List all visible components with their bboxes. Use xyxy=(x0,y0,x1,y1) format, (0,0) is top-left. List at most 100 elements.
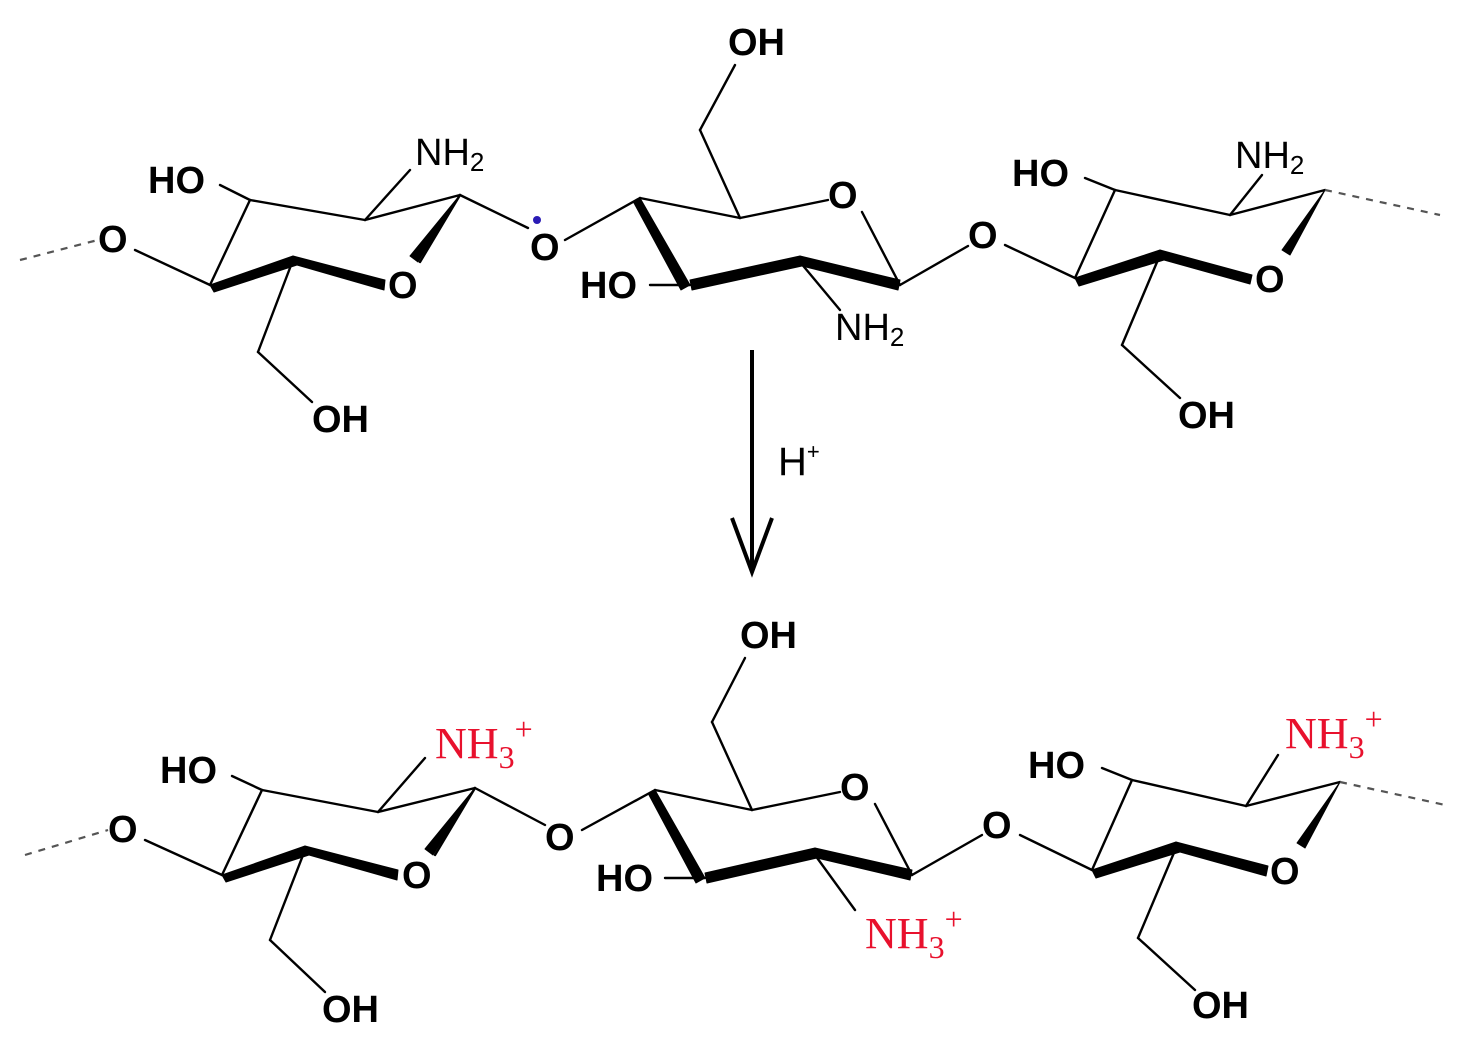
bond xyxy=(268,938,327,994)
wedge-bond xyxy=(1175,841,1269,877)
wedge-bond xyxy=(409,194,461,263)
bottom-right-ammonium: NH3+ xyxy=(1285,701,1383,765)
chain-continuation-left xyxy=(24,828,109,857)
top-right-hydroxymethyl: OH xyxy=(1178,395,1235,437)
bond xyxy=(698,63,737,132)
bond xyxy=(458,193,530,230)
bottom-ring-left: HO NH3+ O OH xyxy=(160,711,533,1031)
wedge-bond xyxy=(292,255,386,291)
bond xyxy=(1113,188,1232,217)
bond xyxy=(710,656,747,724)
wedge-bond xyxy=(1296,781,1341,849)
reaction-arrow: H+ xyxy=(730,350,820,578)
bond xyxy=(230,774,264,792)
wedge-bond xyxy=(304,845,399,881)
bottom-left-hydroxyl: HO xyxy=(160,750,217,792)
wedge-bond xyxy=(633,197,691,291)
bond xyxy=(133,248,212,287)
bottom-right-hydroxymethyl: OH xyxy=(1192,985,1249,1027)
wedge-bond xyxy=(814,847,913,881)
bond xyxy=(220,788,264,877)
bond xyxy=(750,790,842,812)
bond xyxy=(1244,753,1280,808)
bottom-center-hydroxymethyl: OH xyxy=(740,615,797,657)
wedge-bond xyxy=(799,255,901,291)
bottom-right-ring-oxygen: O xyxy=(1270,851,1300,893)
bond xyxy=(638,196,742,220)
top-left-hydroxymethyl: OH xyxy=(312,399,369,441)
top-left-hydroxyl: HO xyxy=(148,160,205,202)
bond xyxy=(1018,833,1094,872)
bottom-right-hydroxyl: HO xyxy=(1028,745,1085,787)
chain-continuation-right xyxy=(1324,188,1441,217)
bottom-left-hydroxymethyl: OH xyxy=(322,989,379,1031)
top-ring-center: OH O HO NH2 xyxy=(580,22,904,352)
bond xyxy=(813,853,857,912)
polyline xyxy=(730,517,774,578)
wedge-bond xyxy=(424,787,476,856)
bottom-ring-right: HO NH3+ O OH xyxy=(1028,701,1446,1027)
wedge-bond xyxy=(221,845,310,883)
bond xyxy=(873,802,914,877)
bond xyxy=(710,720,754,812)
bottom-center-ammonium: NH3+ xyxy=(865,901,963,965)
bottom-chain: O HO NH3+ O OH O xyxy=(24,615,1446,1031)
bond xyxy=(218,183,252,202)
wedge-bond xyxy=(1281,189,1326,256)
top-glycosidic-oxygen-right: O xyxy=(968,215,998,257)
top-center-hydroxymethyl: OH xyxy=(728,22,785,64)
bond xyxy=(1003,243,1077,280)
wedge-bond xyxy=(1074,249,1165,287)
bond xyxy=(1136,846,1178,940)
wedge-bond xyxy=(704,847,818,884)
bottom-link-oxygen-left: O xyxy=(108,809,138,851)
bond xyxy=(1100,766,1134,782)
bottom-left-ring-oxygen: O xyxy=(402,855,432,897)
bottom-glycosidic-oxygen-right: O xyxy=(982,805,1012,847)
top-chain: O HO NH2 O OH O xyxy=(19,22,1441,441)
bond xyxy=(1244,780,1342,808)
bond xyxy=(860,210,902,287)
bond xyxy=(1120,253,1162,347)
bond xyxy=(363,168,412,222)
bond xyxy=(256,258,295,354)
wedge-bond xyxy=(689,255,803,291)
bond xyxy=(248,198,367,222)
bottom-glycosidic-oxygen-left: O xyxy=(545,817,575,859)
top-link-oxygen-left: O xyxy=(98,219,128,261)
top-ring-right: HO NH2 O OH xyxy=(1012,135,1441,437)
bond xyxy=(910,833,984,877)
top-left-ring-oxygen: O xyxy=(388,265,418,307)
bond xyxy=(143,838,224,877)
bond xyxy=(1136,936,1197,992)
wedge-bond xyxy=(1159,249,1253,285)
top-right-ring-oxygen: O xyxy=(1255,259,1285,301)
bond xyxy=(580,788,657,832)
top-center-ring-oxygen: O xyxy=(828,175,858,217)
radical-dot xyxy=(533,216,541,224)
reagent-proton: H+ xyxy=(778,439,820,484)
bond xyxy=(376,786,477,814)
bond xyxy=(363,193,462,222)
bond xyxy=(1090,778,1134,872)
bond xyxy=(1083,176,1117,192)
bottom-left-ammonium: NH3+ xyxy=(435,711,533,775)
bond xyxy=(563,196,642,242)
bond xyxy=(1228,188,1327,217)
top-right-hydroxyl: HO xyxy=(1012,153,1069,195)
bond xyxy=(260,788,380,814)
wedge-bond xyxy=(648,789,706,884)
bottom-ring-center: OH O HO NH3+ xyxy=(596,615,963,965)
bond xyxy=(1120,343,1182,400)
top-left-amine: NH2 xyxy=(415,132,484,177)
bond xyxy=(1073,188,1117,280)
top-ring-left: HO NH2 O OH xyxy=(148,132,484,441)
chain-continuation-right xyxy=(1339,780,1446,807)
bond xyxy=(473,786,547,827)
top-glycosidic-oxygen-left: O xyxy=(530,227,560,269)
bond xyxy=(376,756,427,814)
bond xyxy=(1130,778,1248,808)
top-right-amine: NH2 xyxy=(1235,135,1304,180)
